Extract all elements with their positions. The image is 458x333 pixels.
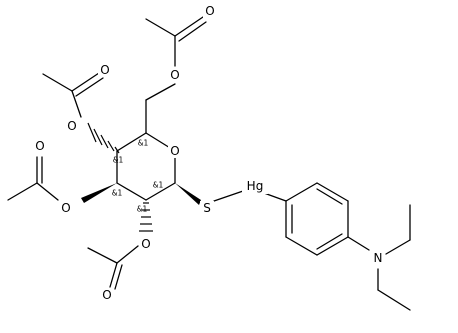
bond-ar4-n — [347, 236, 370, 251]
atom-o-c6-carbonyl: O — [205, 4, 214, 18]
bond-oc2-cacyl2 — [116, 245, 139, 264]
bonds — [7, 16, 411, 311]
bond-n-ch2a — [385, 239, 411, 255]
bond-c1-c2 — [145, 182, 176, 201]
bond-cacyl4-methyl — [42, 73, 73, 92]
bond-ar5-ar6 — [285, 236, 318, 256]
bond-ar-inner-a — [316, 188, 343, 205]
atom-o-c2-ester: O — [141, 237, 150, 251]
atom-o-c3-carbonyl: O — [35, 139, 44, 153]
bond-ar-inner-b — [316, 233, 343, 250]
bond-oc4-cacyl4 — [71, 90, 82, 118]
hash-c2-o — [139, 202, 153, 232]
atom-o-c6-ester: O — [170, 68, 179, 82]
bond-cacyl2-carbonyl-2 — [114, 264, 123, 290]
stereo-c4: &1 — [113, 156, 124, 165]
bond-c4-c5 — [116, 132, 147, 152]
bond-oc3-cacyl3 — [36, 182, 59, 201]
stereo-c3: &1 — [112, 189, 123, 198]
atom-n: N — [374, 251, 383, 265]
bond-cacyl6-methyl — [145, 18, 176, 37]
bond-c2-c3 — [116, 182, 147, 201]
bond-cacyl2-methyl — [87, 247, 118, 264]
atom-o-c4-ester: O — [67, 119, 76, 133]
bond-c6-o6 — [145, 83, 176, 101]
bond-ar4-ar5 — [316, 236, 349, 256]
stereo-c1: &1 — [153, 181, 164, 190]
wedge-c1-s — [175, 183, 201, 205]
bond-cacyl6-carbonyl — [174, 16, 204, 37]
atom-o-ring: O — [170, 144, 179, 158]
bond-cacyl6-carbonyl-2 — [178, 21, 207, 42]
stereo-c2: &1 — [137, 205, 148, 214]
bond-cacyl4-carbonyl-2 — [75, 77, 104, 97]
atom-o-c4-carbonyl: O — [100, 63, 109, 77]
bond-ar2-ar3 — [316, 182, 349, 202]
bond-cacyl3-methyl — [7, 182, 38, 201]
hash-c4-o — [87, 122, 120, 154]
stereo-labels: &1 &1 &1 &1 &1 — [112, 139, 164, 214]
atom-o-c2-carbonyl: O — [102, 288, 111, 302]
bond-ch2b-ch3b — [377, 289, 411, 311]
atom-o-c3-ester: O — [61, 201, 70, 215]
bond-s-hg — [213, 189, 247, 202]
stereo-c5: &1 — [138, 139, 149, 148]
atom-labels: O O O O O O O O O S Hg N — [33, 4, 385, 302]
stereo-bonds — [81, 122, 201, 232]
wedge-c3-o — [81, 183, 117, 203]
bond-hg-aryl — [263, 192, 287, 202]
bond-ar1-ar2 — [285, 182, 318, 202]
bond-cacyl2-carbonyl — [109, 262, 118, 288]
atom-hg: Hg — [247, 179, 264, 193]
bond-cacyl4-carbonyl — [71, 72, 100, 92]
atom-s: S — [203, 201, 211, 215]
